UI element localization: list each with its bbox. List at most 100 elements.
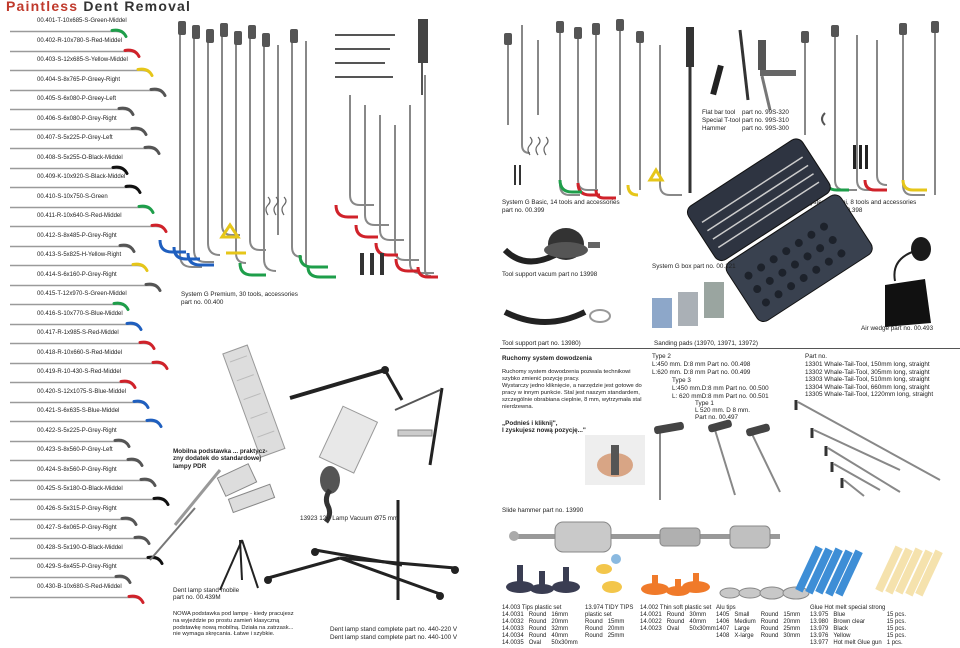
tool-list: 00.401-T-10x685-S-Green-Middel 00.402-R-1…	[0, 0, 180, 648]
whale-tail-row: 13303 Whale-Tail-Tool, 510mm long, strai…	[805, 376, 930, 384]
type3-label: Type 3	[672, 377, 691, 384]
tool-list-item: 00.406-S-6x080-P-Grey-Right	[0, 115, 180, 136]
table-cell: 32mm	[551, 625, 569, 632]
tool-list-label: 00.401-T-10x685-S-Green-Middel	[37, 18, 127, 24]
system-g-premium-tools-illustration	[158, 19, 438, 279]
tool-list-label: 00.423-S-8x560-P-Grey-Left	[37, 447, 113, 453]
tool-line-icon	[10, 457, 144, 467]
tool-list-item: 00.422-S-5x225-P-Grey-Right	[0, 427, 180, 448]
tool-line-icon	[10, 535, 151, 545]
ruchomy-description: Ruchomy system dowodzenia pozwala techni…	[502, 369, 642, 410]
tool-list-label: 00.414-S-6x160-P-Grey-Right	[37, 271, 117, 278]
table-cell: Brown clear	[833, 618, 866, 625]
page-title: Paintless Dent Removal	[6, 0, 191, 14]
table-cell: 20mm	[551, 618, 569, 625]
whale-tail-row: 13305 Whale-Tail-Tool, 1220mm long, stra…	[805, 391, 934, 399]
tool-line-icon	[10, 399, 150, 409]
tool-list-item: 00.408-S-5x255-O-Black-Middel	[0, 154, 180, 175]
type3-620: L: 620 mmD:8 mm Part no. 00.501	[672, 393, 769, 400]
tool-line-icon	[10, 282, 162, 292]
table-cell: Round	[585, 632, 603, 639]
tool-line-icon	[10, 126, 148, 136]
tool-list-label: 00.429-S-6x455-P-Grey-Right	[37, 564, 117, 570]
air-wedge-illustration	[885, 237, 931, 327]
thin-soft-heading: 14.002 Thin soft plastic set	[640, 605, 712, 611]
tool-support-vacum-illustration	[502, 228, 600, 265]
tidy-tips-heading: 13.974 TIDY TIPS plastic set	[585, 605, 634, 618]
tool-list-label: 00.424-S-8x560-P-Grey-Right	[37, 466, 117, 473]
tool-list-label: 00.425-S-5x180-O-Black-Middel	[37, 486, 123, 492]
tool-list-item: 00.409-K-10x920-S-Black-Middel	[0, 173, 180, 194]
system-g-box-illustration	[686, 138, 873, 323]
table-row: 14.0023 Oval 50x30mm	[640, 626, 721, 633]
type2-450: L:450 mm. D:8 mm Part no. 00.498	[652, 361, 751, 368]
tool-list-item: 00.430-B-10x680-S-Red-Middel	[0, 583, 180, 604]
table-cell: Oval	[666, 625, 680, 632]
tool-list-label: 00.420-S-12x1075-S-Blue-Middel	[37, 388, 127, 395]
table-cell: 16mm	[551, 612, 569, 618]
tool-list-item: 00.429-S-6x455-P-Grey-Right	[0, 563, 180, 584]
table-cell: Round	[528, 632, 547, 639]
type3-450: L:450 mm.D:8 mm Part no. 00.500	[672, 385, 769, 392]
tool-list-label: 00.412-S-8x485-P-Grey-Right	[37, 232, 117, 239]
flat-bar-tools-illustration	[710, 29, 796, 111]
whale-tail-row: 13301 Whale-Tail-Tool, 150mm long, strai…	[805, 361, 930, 368]
tool-support-caption: Tool support part no. 13980)	[502, 340, 581, 347]
special-t-caption: Special T-tool	[702, 117, 741, 124]
tool-line-icon	[10, 48, 141, 58]
system-g-basic-caption: System G Basic, 14 tools and accessories	[502, 199, 620, 206]
podnies-slogan: „Podnieś i kliknij", I zyskujesz nową po…	[502, 420, 586, 435]
tool-list-item: 00.411-R-10x640-S-Red-Middel	[0, 212, 180, 233]
whale-tail-illustration	[794, 400, 941, 497]
tool-list-item: 00.427-S-6x065-P-Grey-Right	[0, 524, 180, 545]
special-t-part: part no. 99S-310	[742, 117, 789, 124]
hammer-part: part no. 99S-300	[742, 125, 789, 132]
tool-list-item: 00.405-S-6x080-P-Greey-Left	[0, 95, 180, 116]
tool-line-icon	[10, 496, 170, 506]
tool-list-label: 00.422-S-5x225-P-Grey-Right	[37, 427, 117, 434]
hammer-caption: Hammer	[702, 125, 727, 132]
table-cell: 25mm	[783, 625, 801, 632]
table-cell: 14.0023	[640, 625, 662, 632]
type2-label: Type 2	[652, 353, 671, 360]
title-part2: Dent Removal	[83, 0, 192, 14]
slide-hammer-illustration	[509, 521, 780, 553]
system-g-premium-part: part no. 00.400	[181, 299, 224, 306]
table-cell: 40mm	[689, 618, 707, 625]
table-cell: 50x30mm	[689, 625, 716, 632]
flat-bar-part: part no. 99S-320	[742, 109, 789, 116]
divider	[500, 348, 960, 349]
table-cell: 40mm	[551, 632, 569, 639]
table-cell: 13.975	[810, 612, 829, 618]
table-cell: Round	[760, 632, 779, 639]
tool-line-icon	[10, 438, 131, 448]
tool-list-label: 00.402-R-10x780-S-Red-Middel	[37, 37, 123, 44]
flat-bar-caption: Flat bar tool	[702, 109, 736, 116]
table-cell: 30mm	[689, 612, 707, 618]
tool-list-label: 00.407-S-5x225-P-Grey-Left	[37, 135, 113, 141]
table-cell: 1408	[716, 632, 730, 639]
tool-list-item: 00.403-S-12x685-S-Yellow-Middel	[0, 56, 180, 77]
tool-list-label: 00.411-R-10x640-S-Red-Middel	[37, 213, 122, 219]
tool-list-label: 00.430-B-10x680-S-Red-Middel	[37, 583, 122, 590]
table-cell: 15 pcs.	[886, 618, 907, 625]
table-cell: 15 pcs.	[886, 625, 907, 632]
tool-list-label: 00.419-R-10-430-S-Red-Middel	[37, 369, 122, 375]
tool-list-item: 00.415-T-12x970-S-Green-Middel	[0, 290, 180, 311]
tool-list-item: 00.407-S-5x225-P-Grey-Left	[0, 134, 180, 155]
types-tools-illustration	[654, 419, 781, 500]
alu-tips-heading: Alu tips	[716, 605, 736, 611]
tool-list-item: 00.401-T-10x685-S-Green-Middel	[0, 17, 180, 38]
tool-list-item: 00.423-S-8x560-P-Grey-Left	[0, 446, 180, 467]
tool-list-label: 00.409-K-10x920-S-Black-Middel	[37, 174, 126, 180]
table-cell: 30mm	[783, 632, 801, 639]
tool-line-icon	[10, 301, 130, 311]
table-cell: Large	[734, 625, 750, 632]
